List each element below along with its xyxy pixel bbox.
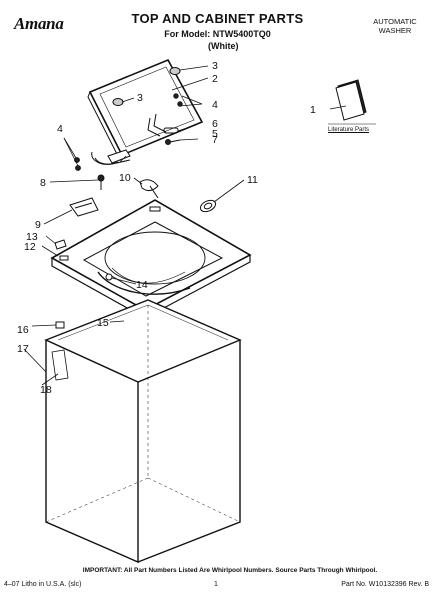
literature-drawing <box>328 79 376 125</box>
callout-18: 18 <box>40 384 52 396</box>
callout-5: 5 <box>212 128 218 140</box>
top-panel-drawing <box>50 199 252 319</box>
brand-logo: Amana <box>14 14 64 33</box>
model-color: (White) <box>208 41 239 51</box>
page-number: 1 <box>214 581 218 588</box>
callout-8: 8 <box>40 177 46 189</box>
callout-4-left: 4 <box>57 123 63 135</box>
callout-7: 7 <box>212 134 218 146</box>
callout-10: 10 <box>119 172 131 184</box>
callout-3-lid: 3 <box>137 92 143 104</box>
product-type-line-2: WASHER <box>378 26 412 35</box>
callout-15: 15 <box>97 317 109 329</box>
callout-1: 1 <box>310 104 316 116</box>
callout-11: 11 <box>247 174 258 186</box>
screw-7-drawing <box>165 139 181 145</box>
leader-lines <box>23 65 347 386</box>
callout-13: 13 <box>26 231 38 243</box>
hinge-cover-drawing <box>107 127 179 164</box>
screw-8-drawing <box>97 174 105 190</box>
important-note: IMPORTANT: All Part Numbers Listed Are W… <box>82 567 378 574</box>
callout-4-right: 4 <box>212 99 218 111</box>
shim-13-drawing <box>54 239 67 250</box>
literature-parts-label: Literature Parts <box>328 127 370 133</box>
lid-drawing <box>87 58 204 162</box>
clip-16-drawing <box>55 321 65 329</box>
product-type: AUTOMATIC WASHER <box>360 17 430 35</box>
callout-3-top: 3 <box>212 60 218 72</box>
lid-switch-drawing <box>69 197 99 217</box>
product-type-line-1: AUTOMATIC <box>373 17 417 26</box>
callout-16: 16 <box>17 324 29 336</box>
callout-6: 6 <box>212 118 218 130</box>
clip-10-drawing <box>139 179 159 199</box>
callout-9: 9 <box>35 219 41 231</box>
callout-12: 12 <box>24 241 36 253</box>
model-line: For Model: NTW5400TQ0 <box>164 29 271 39</box>
trim-ring-drawing <box>97 271 191 295</box>
grommet-11-drawing <box>199 199 217 213</box>
hinge-drawing <box>74 93 183 171</box>
callout-17: 17 <box>17 343 29 355</box>
callout-14: 14 <box>136 279 148 291</box>
page-title: TOP AND CABINET PARTS <box>131 11 304 26</box>
litho-info: 4–07 Litho in U.S.A. (slc) <box>4 581 82 588</box>
callout-numbers: 1 2 3 3 4 4 5 6 7 8 9 10 11 12 13 14 15 … <box>17 60 316 396</box>
document-part-number: Part No. W10132396 Rev. B <box>341 581 429 588</box>
cabinet-drawing <box>44 299 242 564</box>
callout-2: 2 <box>212 73 218 85</box>
